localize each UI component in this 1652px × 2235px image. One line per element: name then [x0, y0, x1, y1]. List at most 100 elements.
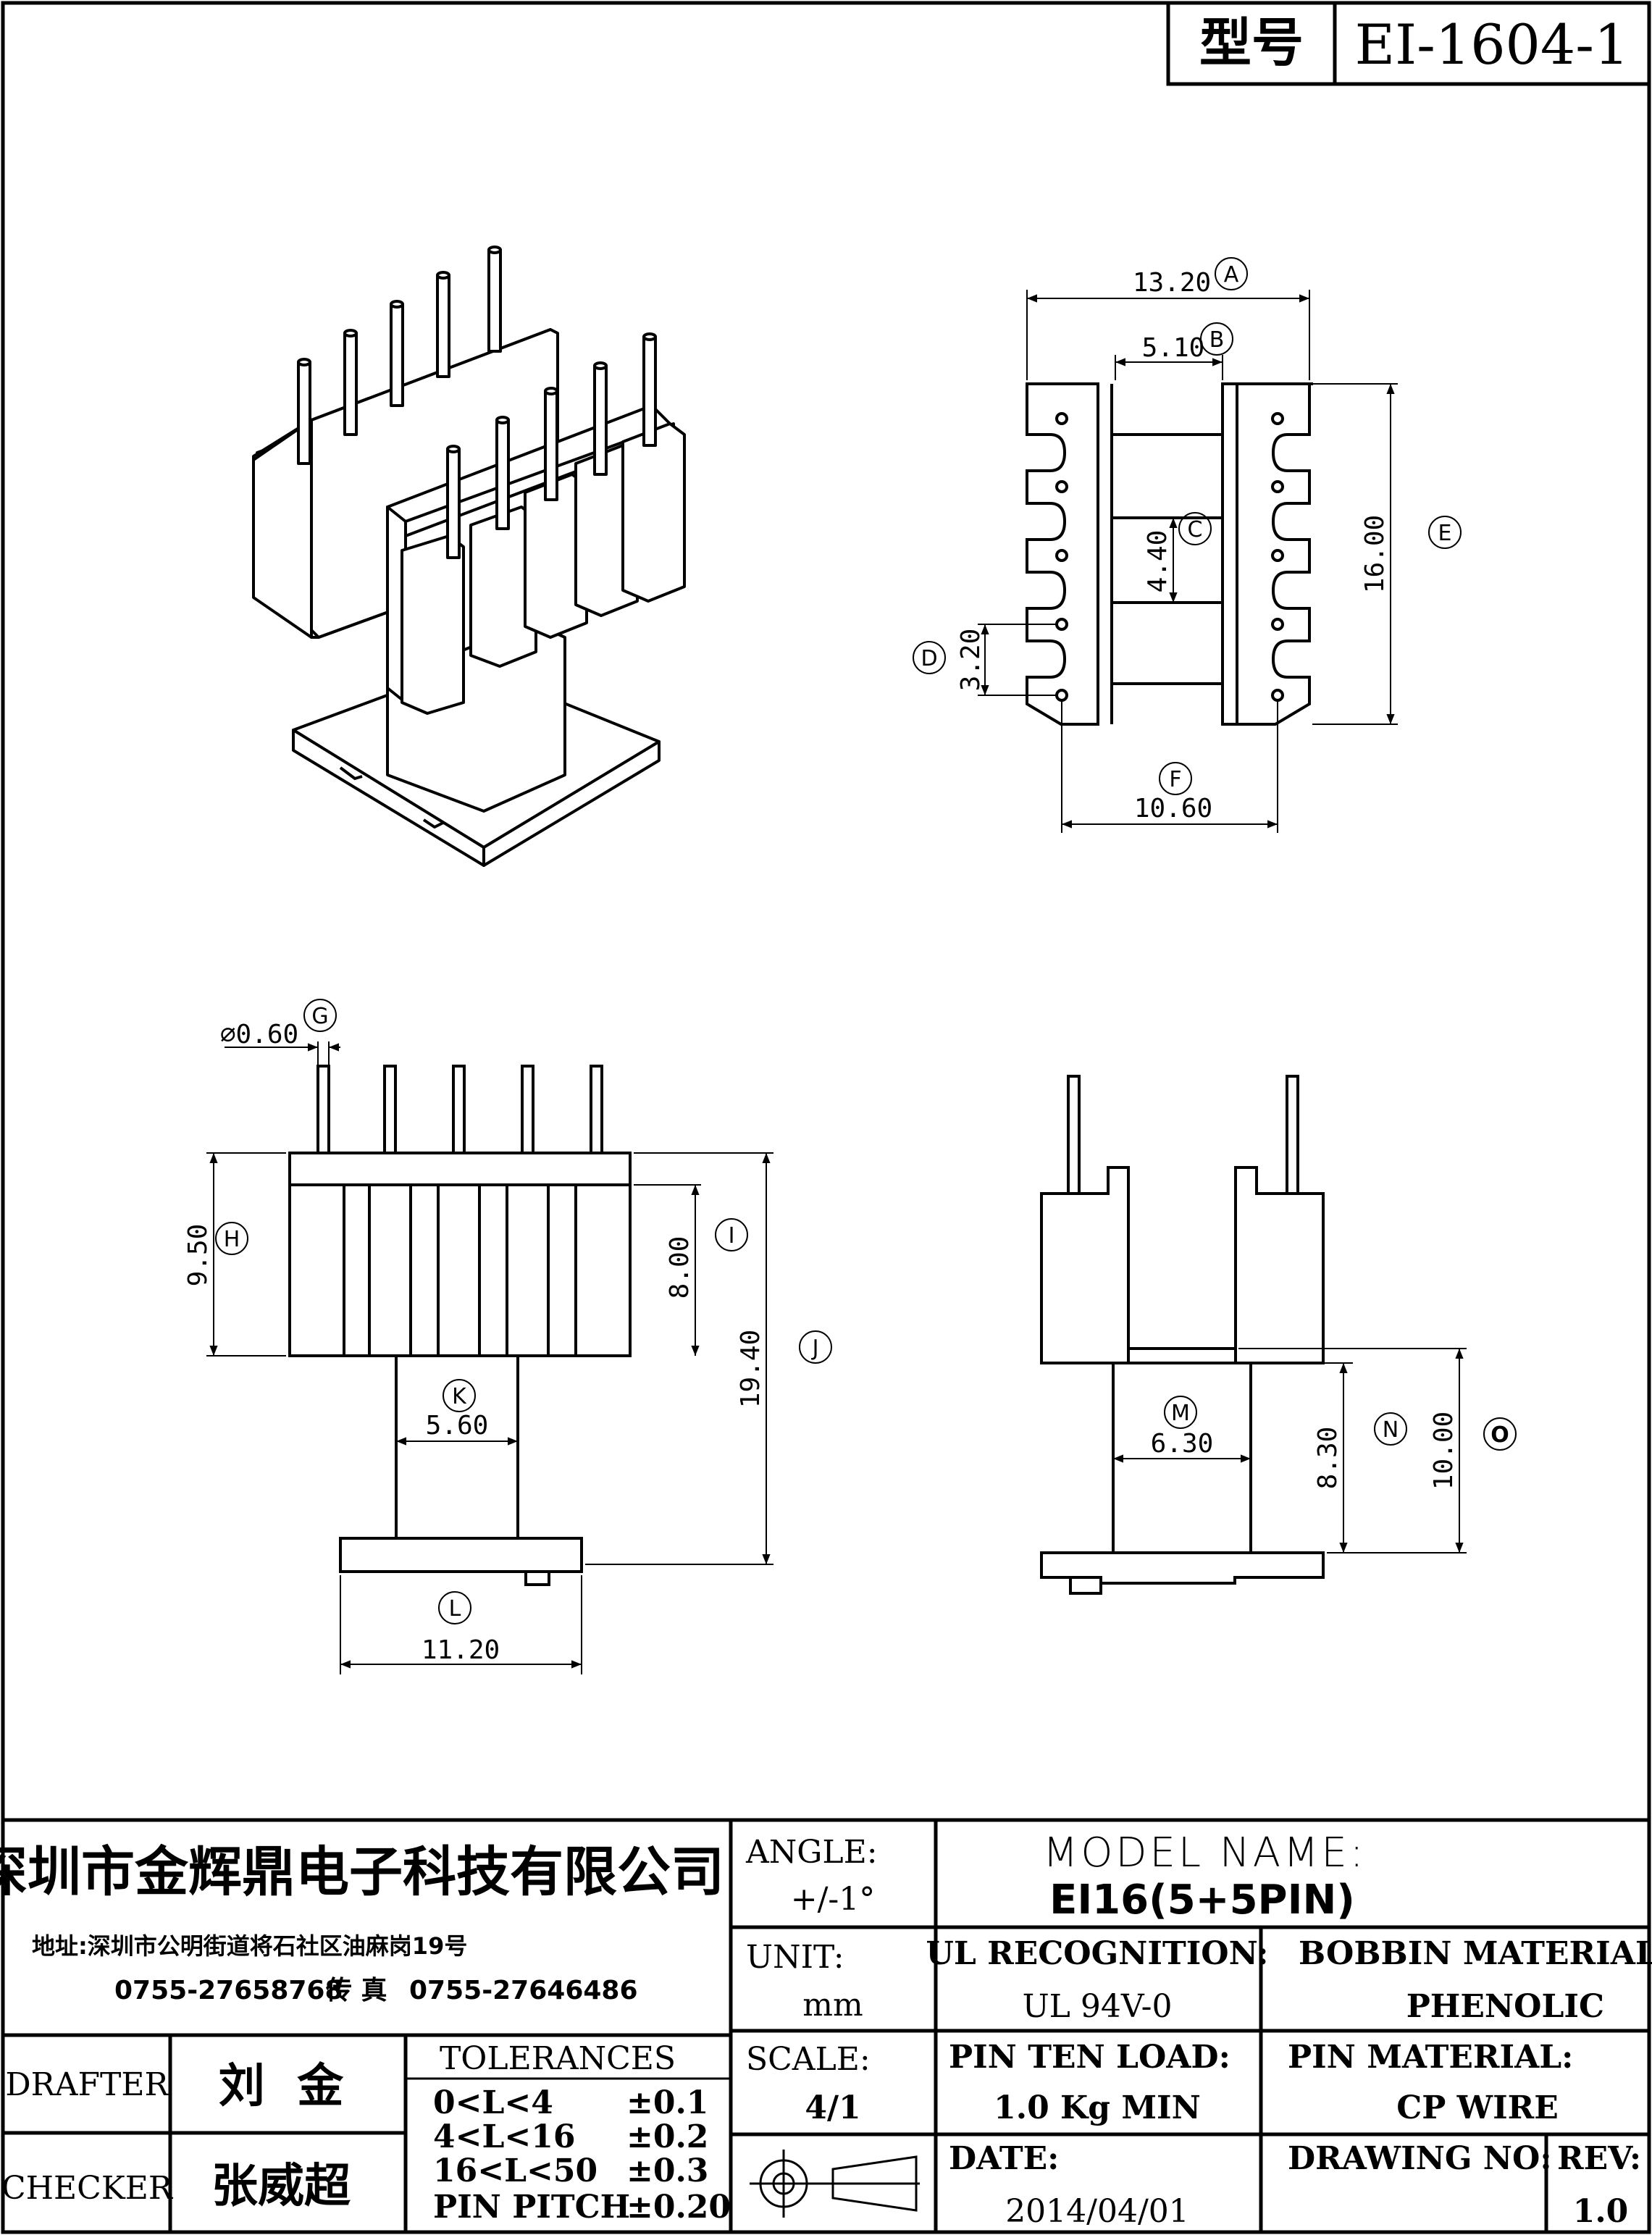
- front-view-labels: ⌀0.60 9.50 8.00 19.40 5.60 11.20 G H I J…: [183, 1004, 818, 1665]
- company-address: 地址:深圳市公明街道将石社区油麻岗19号: [32, 1932, 467, 1960]
- mark-n: N: [1383, 1417, 1399, 1443]
- tol-range-4: PIN PITCH: [433, 2189, 630, 2226]
- isometric-view: [252, 246, 686, 867]
- fax-label: 传 真: [325, 1976, 387, 2005]
- dim-e: 16.00: [1360, 515, 1390, 593]
- mark-l: L: [449, 1596, 461, 1622]
- iso-back-pins: [297, 246, 502, 465]
- dim-m: 6.30: [1151, 1429, 1214, 1459]
- tol-value-4: ±0.20: [626, 2189, 731, 2226]
- mark-f: F: [1169, 767, 1181, 792]
- tol-range-1: 0<L<4: [433, 2084, 553, 2121]
- dim-h: 9.50: [183, 1224, 213, 1287]
- mark-c: C: [1188, 517, 1203, 542]
- pin-material-value: CP WIRE: [1396, 2089, 1559, 2126]
- side-left-flange: [1040, 1166, 1130, 1364]
- pin-load-value: 1.0 Kg MIN: [994, 2089, 1201, 2126]
- dim-k: 5.60: [426, 1411, 489, 1441]
- front-flange: [288, 1152, 632, 1357]
- dim-d: 3.20: [956, 629, 986, 692]
- mark-j: J: [811, 1335, 819, 1361]
- mark-b: B: [1209, 327, 1225, 353]
- mark-a: A: [1224, 262, 1239, 288]
- model-number-box: 型号 EI-1604-1: [1166, 3, 1649, 86]
- bobbin-material-value: PHENOLIC: [1406, 1988, 1604, 2025]
- side-right-flange: [1234, 1166, 1325, 1364]
- ul-label: UL RECOGNITION:: [926, 1935, 1269, 1972]
- iso-base-right: [482, 740, 661, 867]
- dim-a: 13.20: [1133, 268, 1211, 298]
- mark-e: E: [1438, 521, 1452, 546]
- model-label: 型号: [1199, 12, 1304, 73]
- angle-unit-scale: ANGLE: +/-1° UNIT: mm SCALE: 4/1: [745, 1834, 878, 2126]
- angle-value: +/-1°: [791, 1881, 876, 1918]
- mark-i: I: [729, 1223, 735, 1249]
- dim-i: 8.00: [665, 1236, 695, 1299]
- unit-value: mm: [802, 1987, 863, 2024]
- unit-label: UNIT:: [746, 1939, 844, 1976]
- iso-front-pins: [446, 332, 657, 559]
- projection-symbol: [750, 2150, 920, 2218]
- dim-l: 11.20: [422, 1635, 500, 1665]
- model-name-label: MODEL NAME:: [1043, 1829, 1367, 1877]
- date-label: DATE:: [949, 2140, 1059, 2177]
- side-view-labels: 6.30 8.30 10.00 M N O: [1151, 1401, 1509, 1490]
- side-base: [1040, 1551, 1325, 1585]
- tol-value-3: ±0.3: [626, 2152, 708, 2189]
- tol-range-3: 16<L<50: [433, 2152, 598, 2189]
- dim-b: 5.10: [1142, 333, 1205, 363]
- tol-value-2: ±0.2: [626, 2118, 708, 2155]
- model-name-cell: MODEL NAME: EI16(5+5PIN): [1043, 1829, 1367, 1924]
- mark-k: K: [452, 1384, 467, 1409]
- dim-g: ⌀0.60: [220, 1020, 298, 1049]
- angle-label: ANGLE:: [745, 1834, 878, 1871]
- mark-d: D: [921, 646, 937, 671]
- company-fax: 0755-27646486: [409, 1976, 638, 2005]
- top-center-core: [1110, 433, 1224, 519]
- scale-value: 4/1: [805, 2089, 860, 2126]
- iso-front-terminals: [401, 422, 686, 715]
- side-left-pin: [1067, 1075, 1081, 1195]
- title-block-grid: [3, 1818, 1649, 2232]
- model-number: EI-1604-1: [1355, 12, 1630, 77]
- front-pins: [316, 1065, 603, 1154]
- top-view-labels: 13.20 5.10 4.40 3.20 16.00 10.60 A B C E…: [921, 262, 1451, 823]
- tol-value-1: ±0.1: [626, 2084, 708, 2121]
- mark-m: M: [1171, 1401, 1190, 1426]
- dim-c: 4.40: [1143, 530, 1173, 593]
- side-right-pin: [1286, 1075, 1299, 1195]
- front-view: [288, 1065, 632, 1586]
- mark-g: G: [311, 1004, 328, 1029]
- drawing-number-label: DRAWING NO:: [1288, 2140, 1552, 2177]
- dim-o: 10.00: [1429, 1412, 1459, 1490]
- tol-range-2: 4<L<16: [433, 2118, 576, 2155]
- checker-name: 张威超: [211, 2160, 351, 2213]
- scale-label: SCALE:: [746, 2041, 871, 2078]
- company-phone: 0755-27658768: [114, 1976, 343, 2005]
- ul-value: UL 94V-0: [1023, 1988, 1173, 2025]
- side-view-dimensions: [1113, 1348, 1517, 1553]
- mark-o: O: [1490, 1422, 1509, 1448]
- front-core: [395, 1354, 519, 1540]
- revision-label: REV:: [1557, 2140, 1641, 2177]
- company-name: 深圳市金辉鼎电子科技有限公司: [0, 1841, 724, 1903]
- company-info: 深圳市金辉鼎电子科技有限公司 地址:深圳市公明街道将石社区油麻岗19号 0755…: [0, 1841, 724, 2005]
- pin-load-label: PIN TEN LOAD:: [949, 2039, 1230, 2076]
- people-cells: DRAFTER 刘 金 CHECKER 张威超: [1, 2060, 351, 2213]
- front-terminal-dividers: [343, 1185, 577, 1356]
- front-view-dimensions: [206, 999, 832, 1674]
- front-base: [339, 1537, 583, 1573]
- date-value: 2014/04/01: [1005, 2193, 1189, 2230]
- specification-cells: UL RECOGNITION: UL 94V-0 BOBBIN MATERIAL…: [926, 1935, 1652, 2230]
- drafter-label: DRAFTER: [5, 2066, 169, 2103]
- mark-h: H: [224, 1227, 240, 1252]
- dim-f: 10.60: [1134, 794, 1212, 823]
- tolerances-table: TOLERANCES 0<L<4 ±0.1 4<L<16 ±0.2 16<L<5…: [433, 2040, 731, 2226]
- drafter-name: 刘 金: [219, 2060, 345, 2113]
- pin-material-label: PIN MATERIAL:: [1288, 2039, 1573, 2076]
- dim-j: 19.40: [736, 1330, 766, 1408]
- dim-n: 8.30: [1313, 1427, 1343, 1490]
- side-view: [1040, 1075, 1325, 1595]
